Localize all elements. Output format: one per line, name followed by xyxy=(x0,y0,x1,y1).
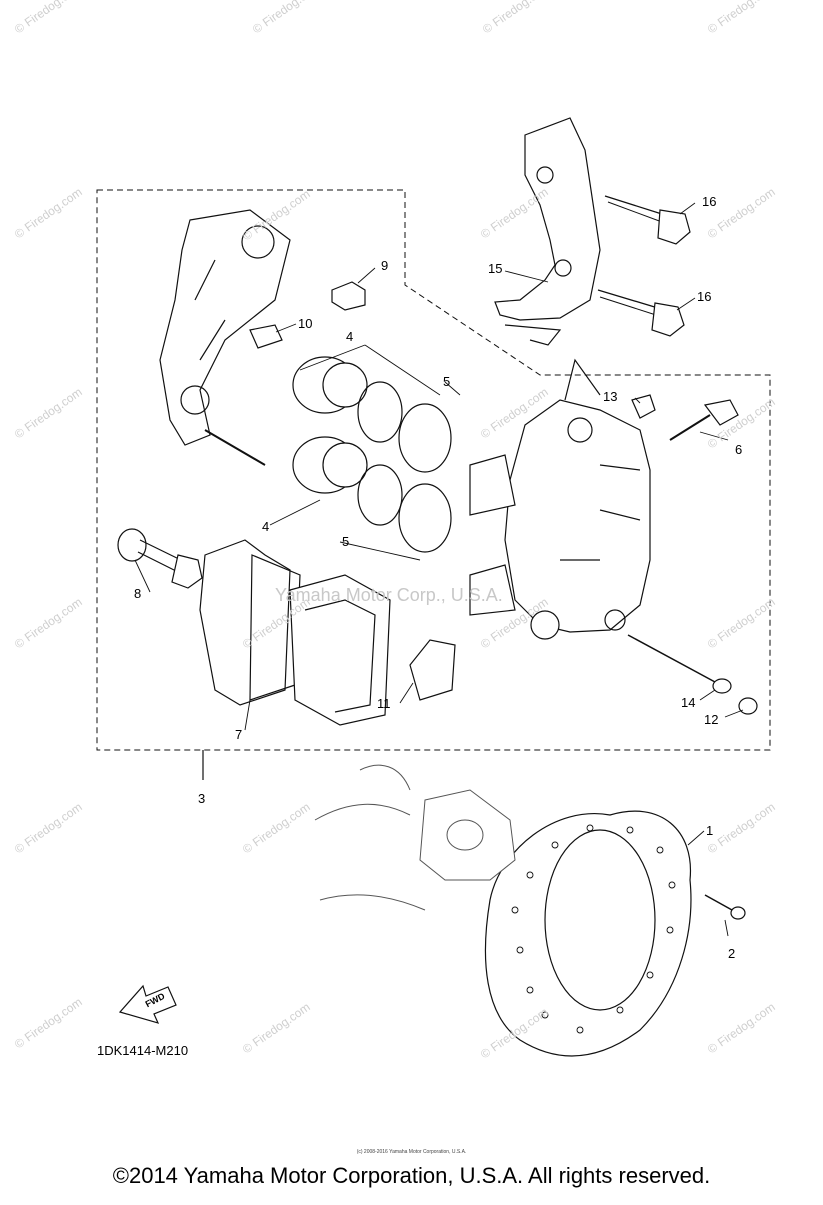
callout-14: 14 xyxy=(681,695,696,710)
callout-7: 7 xyxy=(235,727,243,742)
bolt-lower xyxy=(597,289,685,337)
callout-3: 3 xyxy=(198,791,206,806)
fwd-arrow-icon xyxy=(118,984,177,1024)
callout-11: 11 xyxy=(377,696,391,711)
callout-16b: 16 xyxy=(697,289,712,304)
micro-copyright: (c) 2008-2016 Yamaha Motor Corporation, … xyxy=(356,1149,467,1155)
pad-pin xyxy=(117,528,203,589)
clip-10 xyxy=(249,324,283,349)
brake-disc xyxy=(484,810,692,1057)
pad-spring xyxy=(409,639,456,701)
callout-8: 8 xyxy=(134,586,142,601)
watermark-center: Yamaha Motor Corp., U.S.A. xyxy=(275,585,503,605)
callout-12: 12 xyxy=(704,712,719,727)
pistons xyxy=(292,356,452,553)
callout-6: 6 xyxy=(735,442,743,457)
diagram-code: 1DK1414-M210 xyxy=(97,1043,189,1058)
callout-1: 1 xyxy=(706,823,714,838)
plug-12 xyxy=(738,697,758,715)
callout-13: 13 xyxy=(603,389,618,404)
wheel-hub xyxy=(314,764,516,911)
callout-9: 9 xyxy=(381,258,389,273)
caliper-assembly-boundary xyxy=(96,189,771,751)
copyright-notice: ©2014 Yamaha Motor Corporation, U.S.A. A… xyxy=(112,1163,711,1188)
callout-2: 2 xyxy=(728,946,736,961)
caliper-support xyxy=(159,209,291,466)
leader-lines xyxy=(134,202,744,937)
callout-4a: 4 xyxy=(346,329,354,344)
bolt-upper xyxy=(604,195,691,245)
callout-5b: 5 xyxy=(342,534,350,549)
bleed-screw xyxy=(669,399,739,441)
caliper-body xyxy=(469,358,651,640)
callout-4b: 4 xyxy=(262,519,270,534)
callout-15: 15 xyxy=(488,261,503,276)
callout-5a: 5 xyxy=(443,374,451,389)
pin-14 xyxy=(627,634,732,694)
brake-pads xyxy=(199,539,391,726)
caliper-bracket xyxy=(494,117,601,346)
callout-16a: 16 xyxy=(702,194,717,209)
boot-9 xyxy=(331,281,366,311)
callout-10: 10 xyxy=(298,316,313,331)
disc-bolt xyxy=(704,894,746,920)
